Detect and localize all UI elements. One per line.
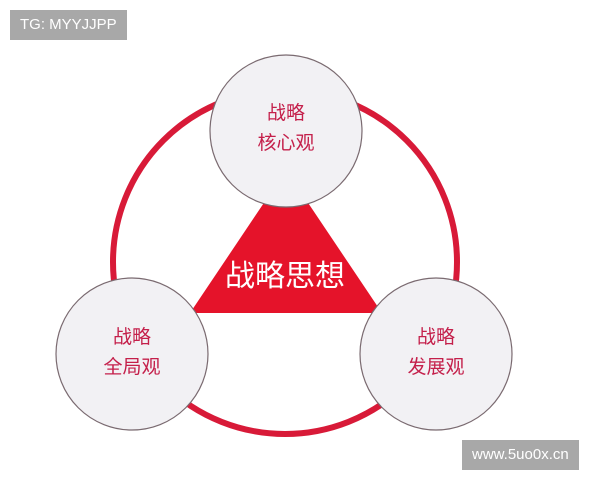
node-left-label: 战略 全局观 (56, 322, 208, 382)
node-top-line1: 战略 (266, 102, 305, 124)
watermark-top-left: TG: MYYJJPP (10, 10, 127, 40)
center-triangle (190, 170, 382, 313)
node-right-label: 战略 发展观 (360, 322, 512, 382)
node-circle-left (55, 277, 209, 431)
node-right-line2: 发展观 (407, 356, 465, 378)
node-top-line2: 核心观 (257, 132, 315, 154)
node-circle-right (359, 277, 513, 431)
node-left-line2: 全局观 (103, 356, 161, 378)
node-right-line1: 战略 (416, 326, 455, 348)
node-top-label: 战略 核心观 (210, 98, 362, 158)
watermark-bottom-right: www.5uo0x.cn (462, 440, 579, 470)
center-label: 战略思想 (225, 259, 345, 294)
node-left-line1: 战略 (112, 326, 151, 348)
node-circle-top (209, 54, 363, 208)
